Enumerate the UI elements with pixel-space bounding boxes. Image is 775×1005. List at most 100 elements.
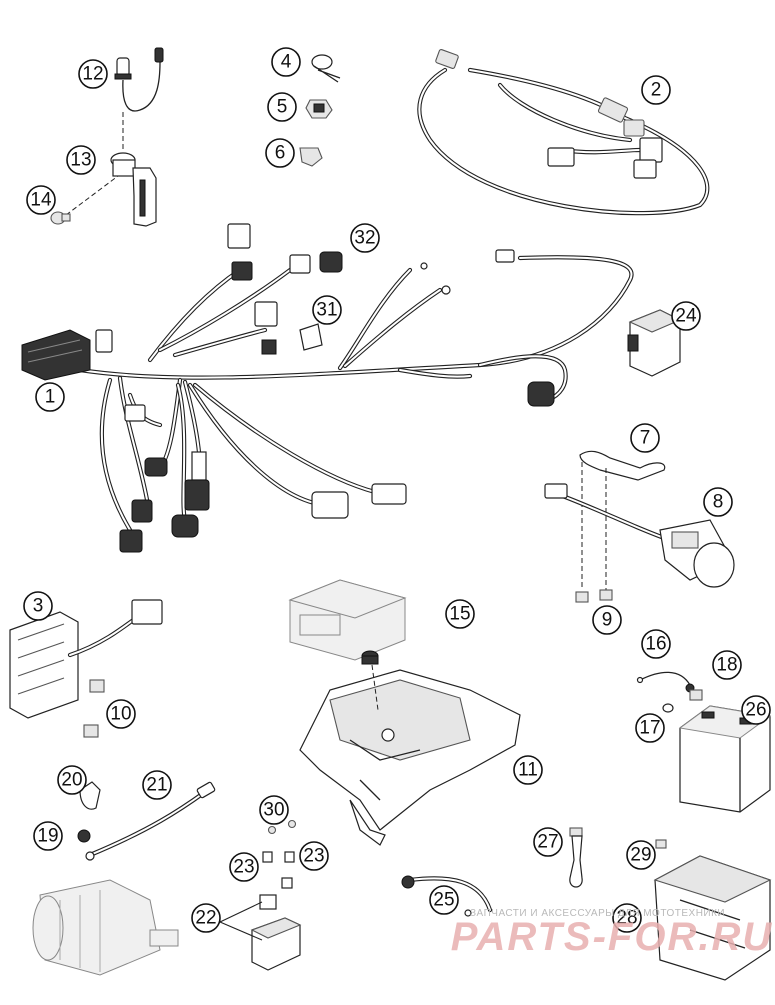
callout-2: 2 [641, 75, 671, 105]
callout-label: 23 [233, 857, 254, 878]
callout-23a: 23 [229, 852, 259, 882]
callout-label: 7 [640, 428, 651, 449]
callout-label: 29 [630, 845, 651, 866]
callout-8: 8 [703, 487, 733, 517]
callout-label: 19 [37, 826, 58, 847]
part-18-bolt [689, 689, 703, 701]
callout-4: 4 [271, 47, 301, 77]
part-17-washer [662, 703, 674, 713]
callout-label: 26 [745, 700, 766, 721]
callout-label: 5 [277, 97, 288, 118]
callout-label: 1 [45, 387, 56, 408]
part-23-fuses [262, 851, 295, 889]
watermark-logo-text: PARTS-FOR.RU [451, 915, 774, 959]
part-25-cable [401, 875, 493, 917]
part-20-boot [79, 781, 101, 810]
part-22-relays [219, 894, 302, 971]
callout-30: 30 [259, 795, 289, 825]
callout-label: 6 [275, 143, 286, 164]
callout-1: 1 [35, 382, 65, 412]
callout-label: 23 [303, 846, 324, 867]
callout-label: 22 [195, 908, 216, 929]
part-13-switch-bracket [65, 152, 157, 227]
watermark-tagline: ЗАПЧАСТИ И АКСЕССУАРЫ ДЛЯ МОТОТЕХНИКИ [470, 908, 726, 919]
callout-label: 11 [518, 760, 538, 781]
part-7-bracket [579, 450, 666, 590]
callout-15: 15 [445, 599, 475, 629]
callout-18: 18 [712, 650, 742, 680]
callout-23b: 23 [299, 841, 329, 871]
callout-31: 31 [312, 295, 342, 325]
callout-10: 10 [106, 699, 136, 729]
callout-21: 21 [142, 770, 172, 800]
callout-label: 2 [651, 80, 662, 101]
callout-27: 27 [533, 827, 563, 857]
part-8-horn [544, 483, 735, 588]
part-19-nut [77, 829, 91, 843]
part-11-battery-tray [299, 664, 521, 846]
callout-label: 32 [354, 228, 375, 249]
callout-20: 20 [57, 765, 87, 795]
callout-13: 13 [66, 145, 96, 175]
part-6-clip [299, 147, 323, 167]
callout-3: 3 [23, 591, 53, 621]
part-10-bolts [83, 679, 105, 738]
callout-11: 11 [513, 755, 543, 785]
part-12-key-cap [114, 47, 164, 150]
part-2-sub-harness [417, 49, 710, 216]
callout-label: 14 [30, 190, 52, 211]
part-1-main-harness [21, 223, 634, 553]
part-31-plug [298, 330, 318, 350]
callout-label: 30 [263, 800, 284, 821]
callout-label: 18 [716, 655, 737, 676]
watermark-logo: PARTS-FOR.RU [451, 915, 774, 959]
callout-5: 5 [267, 92, 297, 122]
part-15-grommet [361, 650, 379, 665]
part-14-screw [50, 211, 71, 225]
callout-26: 26 [741, 695, 771, 725]
callout-7: 7 [630, 423, 660, 453]
part-27-fuse-holder [569, 827, 583, 888]
part-16-ground-wire [636, 671, 695, 693]
callout-label: 9 [602, 610, 613, 631]
callout-label: 21 [146, 775, 167, 796]
callout-6: 6 [265, 138, 295, 168]
callout-12: 12 [78, 59, 108, 89]
callout-14: 14 [26, 185, 56, 215]
part-24-relay [627, 309, 682, 377]
callout-label: 12 [82, 64, 103, 85]
callout-24: 24 [671, 301, 701, 331]
callout-label: 4 [281, 52, 292, 73]
callout-28: 28 [612, 903, 642, 933]
callout-label: 20 [61, 770, 82, 791]
part-5-clip [305, 99, 333, 119]
part-4-cable-tie [311, 54, 341, 83]
callout-label: 13 [70, 150, 91, 171]
part-28-cover-box [653, 855, 772, 981]
callout-label: 10 [110, 704, 131, 725]
callout-label: 31 [316, 300, 337, 321]
callout-label: 3 [33, 596, 44, 617]
callout-label: 25 [433, 890, 454, 911]
callout-label: 27 [537, 832, 558, 853]
part-9-screws [575, 589, 613, 603]
callout-label: 15 [449, 604, 470, 625]
callout-22: 22 [191, 903, 221, 933]
callout-label: 24 [675, 306, 697, 327]
part-29-screw [655, 839, 667, 849]
callout-label: 28 [616, 908, 637, 929]
callout-32: 32 [350, 223, 380, 253]
callout-16: 16 [641, 629, 671, 659]
ecu-unit [288, 579, 407, 661]
part-21-cable [85, 781, 216, 861]
callout-29: 29 [626, 840, 656, 870]
part-3-regulator [9, 599, 163, 719]
callout-25: 25 [429, 885, 459, 915]
callout-17: 17 [635, 713, 665, 743]
callout-9: 9 [592, 605, 622, 635]
callout-label: 16 [645, 634, 666, 655]
callout-label: 17 [639, 718, 660, 739]
part-30-screws [267, 819, 297, 835]
callout-19: 19 [33, 821, 63, 851]
